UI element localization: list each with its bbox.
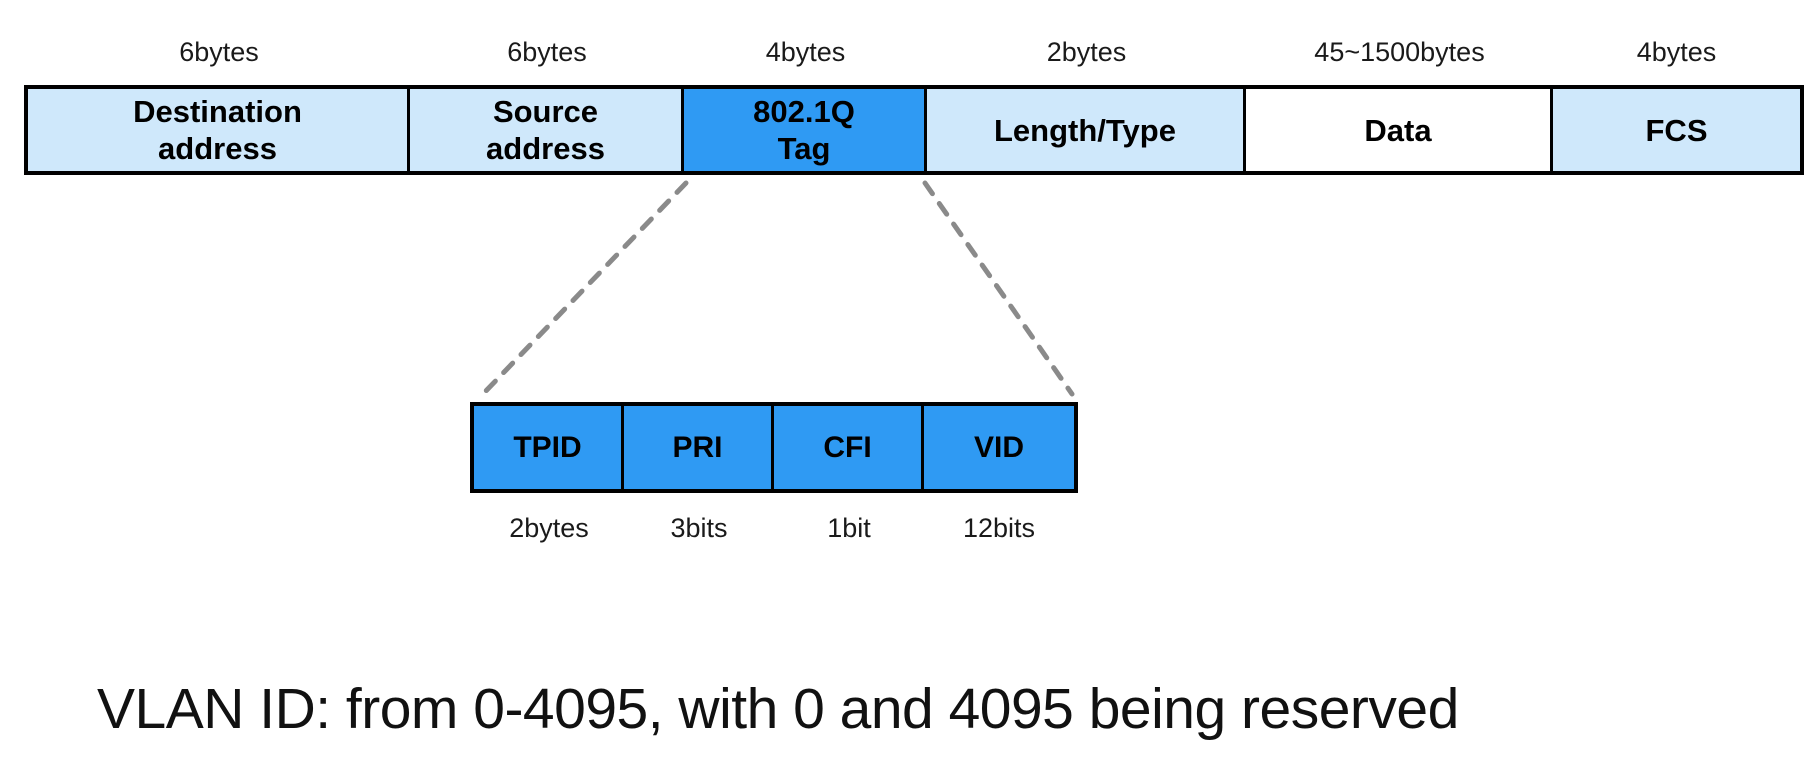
tag-field-pri: PRI: [624, 406, 774, 489]
frame-field-label: FCS: [1645, 112, 1708, 148]
tag-field-label: PRI: [672, 430, 723, 464]
vlan-id-note: VLAN ID: from 0-4095, with 0 and 4095 be…: [97, 677, 1459, 741]
tag-field-label: CFI: [823, 430, 872, 464]
size-label-fcs: 4bytes: [1636, 37, 1717, 67]
frame-field-data: Data: [1246, 89, 1553, 171]
frame-field-label: 802.1Q Tag: [753, 94, 855, 166]
dashed-line-right: [922, 180, 1075, 397]
frame-field-8021q-tag: 802.1Q Tag: [684, 89, 927, 171]
tag-size-vid: 12bits: [962, 513, 1036, 543]
size-label-data: 45~1500bytes: [1314, 37, 1485, 67]
tag-field-cfi: CFI: [774, 406, 924, 489]
tag-size-labels: 2bytes 3bits 1bit 12bits: [474, 512, 1074, 544]
tag-field-tpid: TPID: [474, 406, 624, 489]
tag-size-tpid: 2bytes: [509, 513, 589, 543]
frame-field-destination-address: Destination address: [28, 89, 410, 171]
frame-field-label: Length/Type: [994, 112, 1176, 148]
dashed-line-left: [480, 180, 689, 397]
tag-size-pri: 3bits: [670, 513, 728, 543]
size-label-destination-address: 6bytes: [179, 37, 259, 67]
ethernet-frame-row: Destination address Source address 802.1…: [24, 85, 1804, 175]
size-label-8021q-tag: 4bytes: [765, 37, 846, 67]
frame-field-label: Source address: [486, 94, 605, 166]
tag-detail-row: TPID PRI CFI VID: [470, 402, 1078, 493]
tag-field-vid: VID: [924, 406, 1074, 489]
frame-field-label: Destination address: [133, 94, 302, 166]
size-label-source-address: 6bytes: [507, 37, 587, 67]
frame-field-length-type: Length/Type: [927, 89, 1246, 171]
frame-field-source-address: Source address: [410, 89, 684, 171]
tag-field-label: TPID: [513, 430, 582, 464]
tag-size-cfi: 1bit: [827, 513, 871, 543]
frame-field-fcs: FCS: [1553, 89, 1800, 171]
frame-field-label: Data: [1364, 112, 1432, 148]
size-label-length-type: 2bytes: [1046, 37, 1127, 67]
tag-field-label: VID: [973, 430, 1024, 464]
